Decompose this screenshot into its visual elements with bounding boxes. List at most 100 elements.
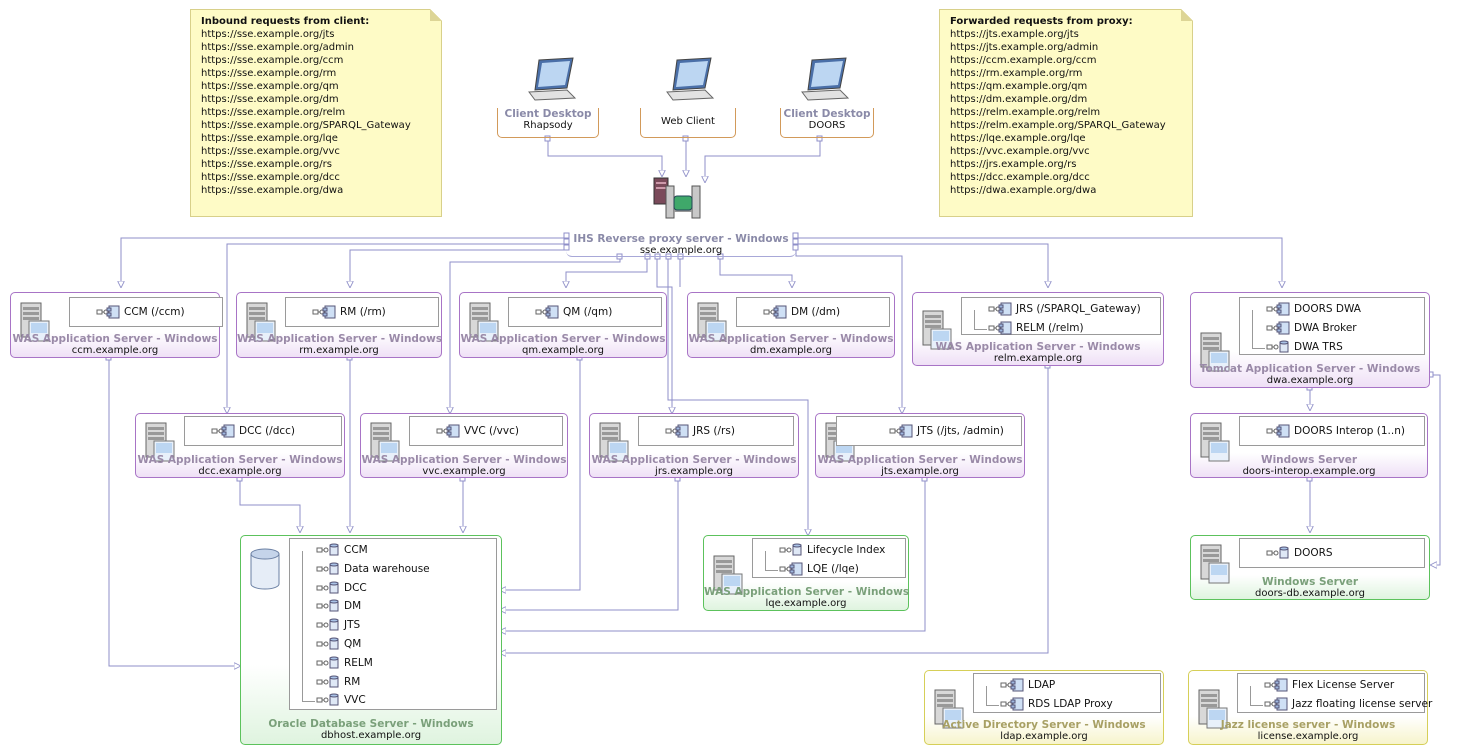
component-item[interactable]: RM <box>316 674 360 690</box>
server-type: Windows Server <box>1262 576 1358 588</box>
component-item[interactable]: DOORS Interop (1..n) <box>1266 423 1405 439</box>
component-icon <box>96 304 120 320</box>
component-item[interactable]: RM (/rm) <box>312 304 386 320</box>
component-label: JRS (/SPARQL_Gateway) <box>1016 303 1141 315</box>
component-item[interactable]: RELM (/relm) <box>988 320 1084 336</box>
components-box: DCC (/dcc) <box>184 416 342 446</box>
component-label: JTS <box>344 619 361 632</box>
component-item[interactable]: Lifecycle Index <box>779 542 885 558</box>
component-icon <box>1000 677 1024 693</box>
server-node-vvc[interactable]: VVC (/vvc) WAS Application Server - Windo… <box>360 413 568 478</box>
server-type: WAS Application Server - Windows <box>361 454 567 466</box>
component-label: DOORS Interop (1..n) <box>1294 425 1405 437</box>
component-item[interactable]: VVC (/vvc) <box>436 423 519 439</box>
component-label: Jazz floating license server <box>1292 698 1433 710</box>
server-type: Active Directory Server - Windows <box>942 719 1146 731</box>
client-title: Client Desktop <box>783 108 871 120</box>
component-icon <box>665 423 689 439</box>
server-host: ccm.example.org <box>71 345 159 356</box>
server-type: WAS Application Server - Windows <box>460 333 666 345</box>
component-label: RELM <box>344 656 373 669</box>
component-item[interactable]: DWA TRS <box>1266 339 1343 355</box>
component-icon <box>988 301 1012 317</box>
server-type: WAS Application Server - Windows <box>704 586 910 598</box>
component-item[interactable]: Flex License Server <box>1264 677 1394 693</box>
proxy-server-label[interactable]: IHS Reverse proxy server - Windows sse.e… <box>566 233 796 257</box>
component-item[interactable]: CCM <box>316 542 368 558</box>
component-item[interactable]: JTS <box>316 617 360 633</box>
laptop-icon <box>665 56 715 102</box>
server-node-rm[interactable]: RM (/rm)WAS Application Server - Windows… <box>236 292 442 358</box>
server-node-dcc[interactable]: DCC (/dcc) WAS Application Server - Windo… <box>135 413 345 478</box>
database-component-icon <box>316 692 340 708</box>
component-item[interactable]: DWA Broker <box>1266 320 1357 336</box>
component-label: JRS (/rs) <box>693 425 735 437</box>
client-desktop-doors[interactable]: Client Desktop DOORS <box>780 108 874 138</box>
server-icon <box>712 554 743 595</box>
proxy-host: sse.example.org <box>639 245 723 256</box>
url-line: https://sse.example.org/vvc <box>201 146 340 157</box>
server-node-ccm[interactable]: CCM (/ccm)WAS Application Server - Windo… <box>10 292 223 358</box>
client-web[interactable]: Web Client <box>640 108 736 138</box>
server-host: dwa.example.org <box>1266 375 1354 386</box>
component-item[interactable]: DOORS <box>1266 545 1333 561</box>
url-line: https://ccm.example.org/ccm <box>950 55 1097 66</box>
component-item[interactable]: RELM <box>316 655 373 671</box>
component-item[interactable]: RDS LDAP Proxy <box>1000 696 1113 712</box>
component-item[interactable]: LQE (/lqe) <box>779 561 859 577</box>
component-icon <box>1266 320 1290 336</box>
server-node-dm[interactable]: DM (/dm)WAS Application Server - Windows… <box>687 292 895 358</box>
url-line: https://sse.example.org/admin <box>201 42 354 53</box>
component-item[interactable]: DM (/dm) <box>763 304 840 320</box>
component-item[interactable]: QM (/qm) <box>535 304 612 320</box>
tree-connector <box>974 310 987 330</box>
component-label: LQE (/lqe) <box>807 563 859 575</box>
url-line: https://sse.example.org/lqe <box>201 133 338 144</box>
server-type: WAS Application Server - Windows <box>137 454 343 466</box>
server-node-relm[interactable]: JRS (/SPARQL_Gateway)RELM (/relm)WAS App… <box>912 292 1164 366</box>
component-icon <box>1264 677 1288 693</box>
component-item[interactable]: JTS (/jts, /admin) <box>889 423 1004 439</box>
component-item[interactable]: VVC <box>316 692 366 708</box>
component-icon <box>535 304 559 320</box>
component-item[interactable]: LDAP <box>1000 677 1055 693</box>
url-line: https://sse.example.org/rs <box>201 159 332 170</box>
server-icon <box>369 421 400 462</box>
server-icon <box>468 301 499 342</box>
component-item[interactable]: QM <box>316 636 361 652</box>
component-item[interactable]: DCC <box>316 580 367 596</box>
component-item[interactable]: DCC (/dcc) <box>211 423 295 439</box>
component-item[interactable]: CCM (/ccm) <box>96 304 185 320</box>
component-item[interactable]: DOORS DWA <box>1266 301 1361 317</box>
server-type: WAS Application Server - Windows <box>591 454 797 466</box>
url-line: https://sse.example.org/dcc <box>201 172 340 183</box>
component-item[interactable]: JRS (/SPARQL_Gateway) <box>988 301 1141 317</box>
components-box: QM (/qm) <box>508 297 662 327</box>
component-label: QM <box>344 638 362 650</box>
database-component-icon <box>316 617 340 633</box>
server-icon <box>245 301 276 342</box>
component-item[interactable]: DM <box>316 598 361 614</box>
server-type: Jazz license server - Windows <box>1220 719 1396 731</box>
database-component-icon <box>316 655 340 671</box>
server-node-jts[interactable]: JTS (/jts, /admin)WAS Application Server… <box>815 413 1025 478</box>
url-line: https://dcc.example.org/dcc <box>950 172 1090 183</box>
component-item[interactable]: JRS (/rs) <box>665 423 735 439</box>
server-node-qm[interactable]: QM (/qm) WAS Application Server - Windows… <box>459 292 667 358</box>
client-desktop-rhapsody[interactable]: Client Desktop Rhapsody <box>497 108 599 138</box>
tree-connector <box>765 551 778 571</box>
component-item[interactable]: Data warehouse <box>316 561 430 577</box>
server-node-jrs[interactable]: JRS (/rs) WAS Application Server - Window… <box>589 413 799 478</box>
server-type: Oracle Database Server - Windows <box>268 718 474 730</box>
component-item[interactable]: Jazz floating license server <box>1264 696 1432 712</box>
component-icon <box>1266 301 1290 317</box>
